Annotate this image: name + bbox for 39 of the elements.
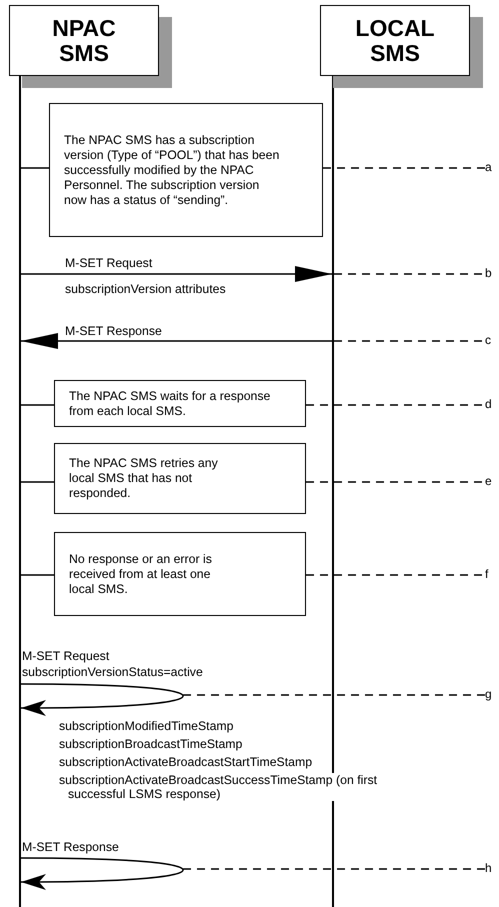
step-letter: f xyxy=(485,567,497,583)
message-arrow xyxy=(21,266,332,282)
leader-line xyxy=(334,273,485,275)
note-box: The NPAC SMS has a subscription version (Type of “POOL”) that has been successfully modified by the NPAC Personnel. The subscription version now has a status of “sending”. xyxy=(49,103,323,237)
edge-label: M-SET Response xyxy=(65,324,162,338)
note-text: subscriptionModifiedTimeStamp xyxy=(59,719,234,733)
edge-label: M-SET Request xyxy=(22,649,110,663)
note-box: The NPAC SMS waits for a response from each local SMS. xyxy=(54,380,306,427)
note-box: No response or an error is received from at least one local SMS. xyxy=(54,532,306,616)
note-text: subscriptionBroadcastTimeStamp xyxy=(59,737,242,751)
step-letter: h xyxy=(485,861,497,877)
leader-line xyxy=(306,481,485,483)
edge-label: M-SET Request xyxy=(65,256,152,270)
leader-line xyxy=(323,167,485,169)
leader-line xyxy=(334,340,485,342)
step-letter: g xyxy=(485,687,497,703)
step-letter: d xyxy=(485,397,497,413)
step-letter: c xyxy=(485,333,497,349)
note-text: subscriptionVersionStatus=active xyxy=(22,665,203,679)
connector-line xyxy=(21,574,54,576)
connector-line xyxy=(21,167,49,169)
leader-line xyxy=(183,694,485,696)
leader-line xyxy=(306,404,485,406)
self-message-arrow xyxy=(21,857,184,890)
message-arrow xyxy=(21,333,332,349)
step-letter: b xyxy=(485,266,497,282)
leader-line xyxy=(306,574,485,576)
lifeline xyxy=(19,76,21,907)
leader-line xyxy=(183,868,485,870)
note-text: subscriptionActivateBroadcastStartTimeStamp xyxy=(59,755,312,769)
connector-line xyxy=(21,404,54,406)
note-text: subscriptionVersion attributes xyxy=(65,282,226,296)
edge-label: M-SET Response xyxy=(22,840,119,854)
connector-line xyxy=(21,481,54,483)
note-box: The NPAC SMS retries any local SMS that has not responded. xyxy=(54,443,306,514)
step-letter: a xyxy=(485,160,497,176)
self-message-arrow xyxy=(21,683,184,716)
lifeline xyxy=(332,76,334,907)
step-letter: e xyxy=(485,474,497,490)
